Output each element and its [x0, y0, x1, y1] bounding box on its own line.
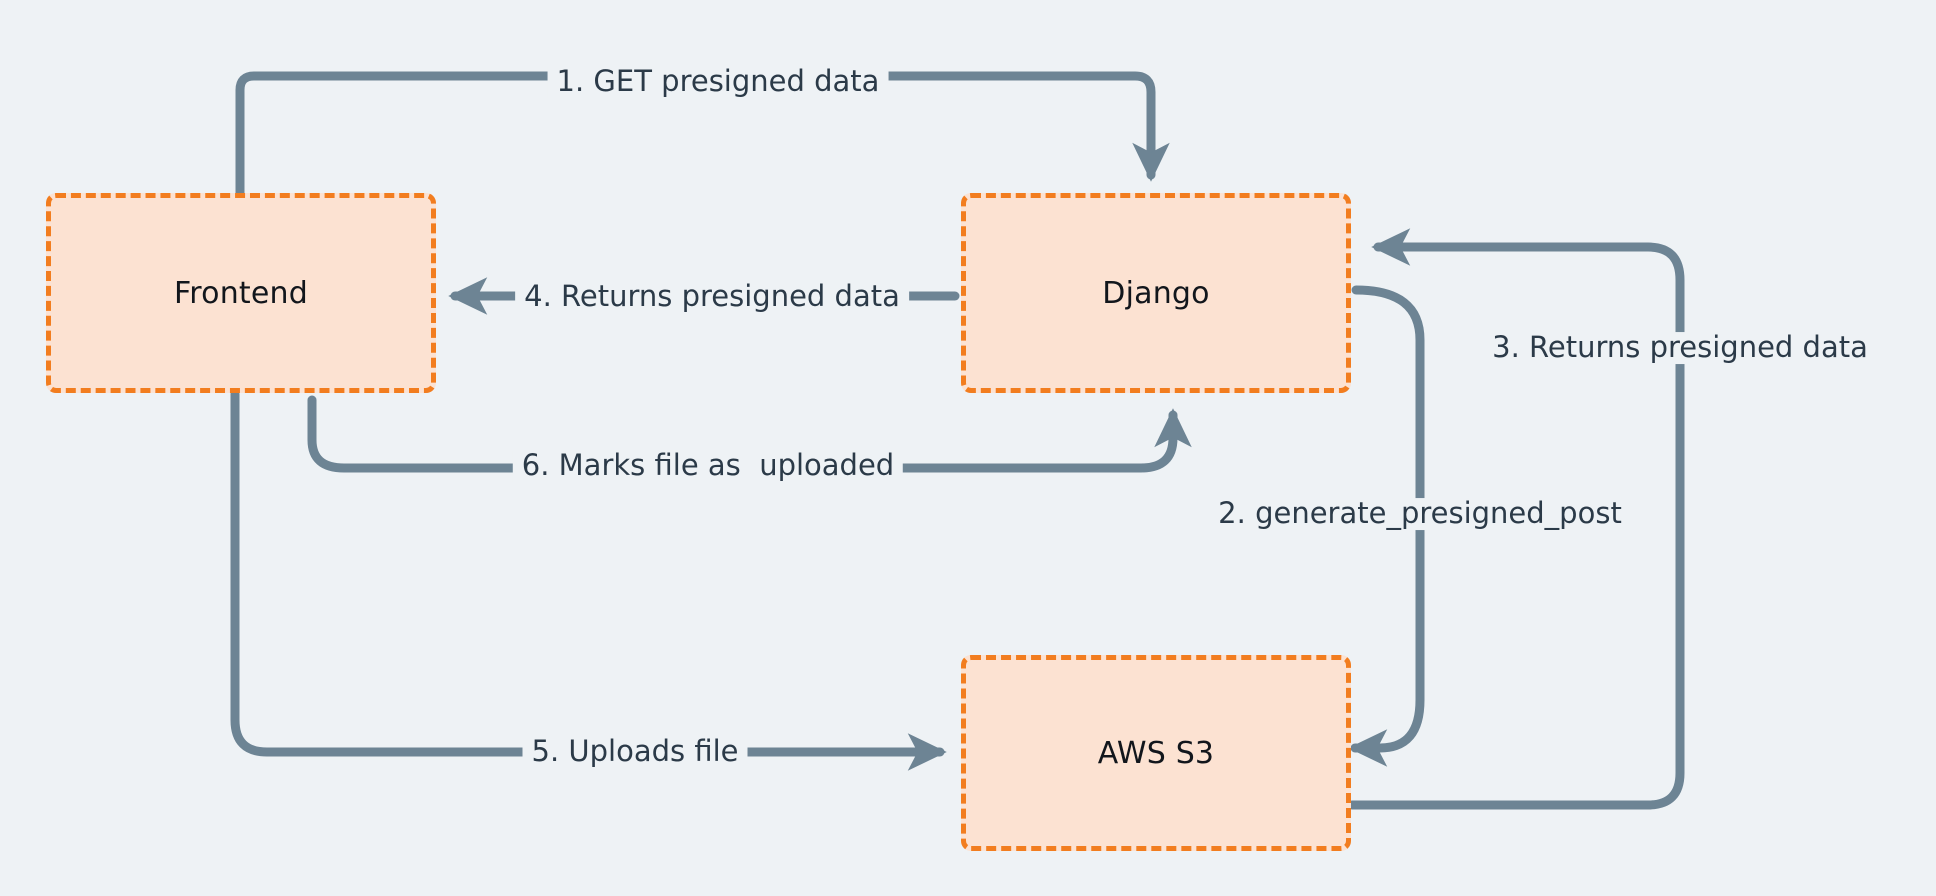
node-django-label: Django — [1102, 275, 1210, 311]
edge-label-5: 5. Uploads file — [522, 735, 748, 768]
edge-label-4: 4. Returns presigned data — [515, 280, 909, 313]
node-aws-s3[interactable]: AWS S3 — [961, 655, 1351, 851]
edge-path-2 — [1348, 285, 1425, 767]
edge-label-6: 6. Marks file as uploaded — [512, 449, 904, 482]
node-frontend[interactable]: Frontend — [46, 193, 436, 393]
node-django[interactable]: Django — [961, 193, 1351, 393]
edge-label-1: 1. GET presigned data — [547, 65, 889, 98]
node-frontend-label: Frontend — [174, 275, 308, 311]
edge-path-5 — [230, 389, 947, 771]
edge-label-2: 2. generate_presigned_post — [1209, 497, 1631, 530]
edge-path-3 — [1347, 228, 1685, 810]
edge-label-3: 3. Returns presigned data — [1483, 331, 1877, 364]
node-aws-s3-label: AWS S3 — [1097, 735, 1215, 771]
